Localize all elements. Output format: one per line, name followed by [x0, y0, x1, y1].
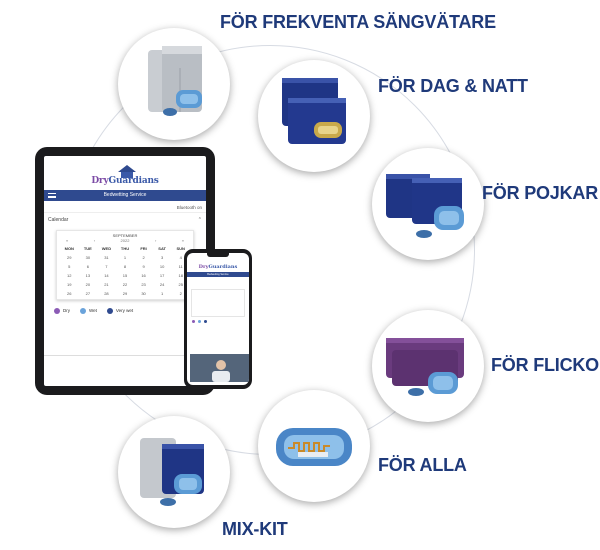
logo-text-guardians: Guardians [108, 176, 159, 186]
calendar-day[interactable]: 16 [141, 273, 146, 278]
calendar-day[interactable]: 25 [178, 282, 183, 287]
calendar-day[interactable]: 30 [141, 291, 146, 296]
product-image-mix-kit [118, 416, 230, 528]
chevron-up-icon[interactable]: ⌃ [197, 217, 202, 223]
calendar-day[interactable]: 30 [85, 255, 91, 260]
calendar-day[interactable]: 20 [85, 282, 91, 287]
phone-notch [207, 253, 229, 257]
tablet-screen: DryGuardians Bedwetting Service Bluetoot… [44, 156, 206, 386]
weekday: WED [101, 246, 112, 251]
calendar-day[interactable]: 4 [179, 255, 182, 260]
calendar-day[interactable]: 26 [67, 291, 72, 296]
calendar-day[interactable]: 11 [178, 264, 183, 269]
next-month-icon[interactable]: › [154, 238, 157, 243]
next-year-icon[interactable]: » [181, 238, 184, 243]
phone-screen: DryGuardians Bedwetting Service [187, 253, 249, 385]
app-title: Bedwetting Service [103, 192, 147, 198]
calendar-day[interactable]: 23 [141, 282, 146, 287]
status-bar [44, 156, 206, 164]
calendar-legend: Dry Wet Very wet [44, 300, 206, 314]
calendar-day[interactable]: 24 [159, 282, 165, 287]
calendar-day[interactable]: 12 [67, 273, 72, 278]
weekday: THU [120, 246, 130, 251]
calendar-day[interactable]: 29 [67, 255, 72, 260]
calendar-day[interactable]: 6 [86, 264, 89, 269]
house-icon [118, 165, 136, 178]
app-logo: DryGuardians [44, 164, 206, 190]
calendar-day[interactable]: 22 [122, 282, 128, 287]
calendar-day[interactable]: 13 [85, 273, 91, 278]
calendar-day[interactable]: 2 [142, 255, 145, 260]
bluetooth-status: Bluetooth on [44, 201, 206, 213]
label-pojkar: FÖR POJKAR [482, 183, 599, 203]
phone-calendar [191, 289, 245, 317]
calendar-day[interactable]: 31 [104, 255, 109, 260]
logo-text-dry: Dry [91, 176, 109, 186]
calendar-year: 2022 [120, 238, 130, 243]
product-image-flickor [372, 310, 484, 422]
calendar-grid: MON TUE WED THU FRI SAT SUN 29 30 31 1 2… [60, 246, 190, 296]
phone-app-logo: DryGuardians [198, 264, 238, 270]
calendar-day[interactable]: 5 [68, 264, 71, 269]
legend-item-very-wet: Very wet [106, 308, 133, 314]
label-flickor: FÖR FLICKOR [491, 355, 600, 375]
calendar-day[interactable]: 29 [122, 291, 128, 296]
phone-video-thumbnail[interactable] [190, 354, 249, 382]
legend-item-wet: Wet [80, 308, 97, 314]
calendar-day[interactable]: 1 [161, 291, 164, 296]
calendar-day[interactable]: 10 [159, 264, 165, 269]
calendar-widget: SEPTEMBER « ‹ 2022 › » MON TUE WED THU F… [56, 230, 194, 300]
product-image-dag-natt [258, 60, 370, 172]
calendar-day[interactable]: 27 [85, 291, 91, 296]
calendar-day[interactable]: 8 [123, 264, 127, 269]
calendar-month: SEPTEMBER [112, 233, 138, 238]
calendar-day[interactable]: 2 [179, 291, 182, 296]
weekday: SAT [158, 246, 166, 251]
prev-year-icon[interactable]: « [66, 238, 69, 243]
calendar-day[interactable]: 17 [159, 273, 165, 278]
calendar-day[interactable]: 1 [123, 255, 127, 260]
weekday: FRI [140, 246, 147, 251]
weekday: MON [64, 246, 74, 251]
calendar-day[interactable]: 15 [122, 273, 128, 278]
label-mix-kit: MIX-KIT [222, 519, 288, 539]
label-frekventa: FÖR FREKVENTA SÄNGVÄTARE [220, 12, 496, 32]
legend-item-dry: Dry [54, 308, 70, 314]
calendar-day[interactable]: 7 [105, 264, 108, 269]
calendar-label: Calendar [48, 217, 69, 223]
calendar-day[interactable]: 9 [142, 264, 145, 269]
calendar-day[interactable]: 18 [178, 273, 183, 278]
label-alla: FÖR ALLA [378, 455, 467, 475]
calendar-day[interactable]: 19 [67, 282, 72, 287]
product-image-frekventa [118, 28, 230, 140]
phone-device: DryGuardians Bedwetting Service [184, 249, 252, 389]
product-image-pojkar [372, 148, 484, 260]
label-dag-natt: FÖR DAG & NATT [378, 76, 528, 96]
phone-legend [187, 317, 249, 326]
calendar-day[interactable]: 14 [104, 273, 109, 278]
weekday: TUE [83, 246, 92, 251]
calendar-day[interactable]: 28 [104, 291, 109, 296]
calendar-day[interactable]: 21 [104, 282, 109, 287]
divider [44, 355, 206, 356]
phone-app-header-bar: Bedwetting Service [187, 272, 249, 277]
calendar-section-header[interactable]: Calendar ⌃ [44, 213, 206, 227]
product-image-alla [258, 390, 370, 502]
menu-icon[interactable] [48, 193, 56, 198]
weekday: SUN [176, 246, 185, 251]
calendar-day[interactable]: 3 [161, 255, 164, 260]
app-header-bar: Bedwetting Service [44, 190, 206, 201]
prev-month-icon[interactable]: ‹ [93, 238, 96, 243]
